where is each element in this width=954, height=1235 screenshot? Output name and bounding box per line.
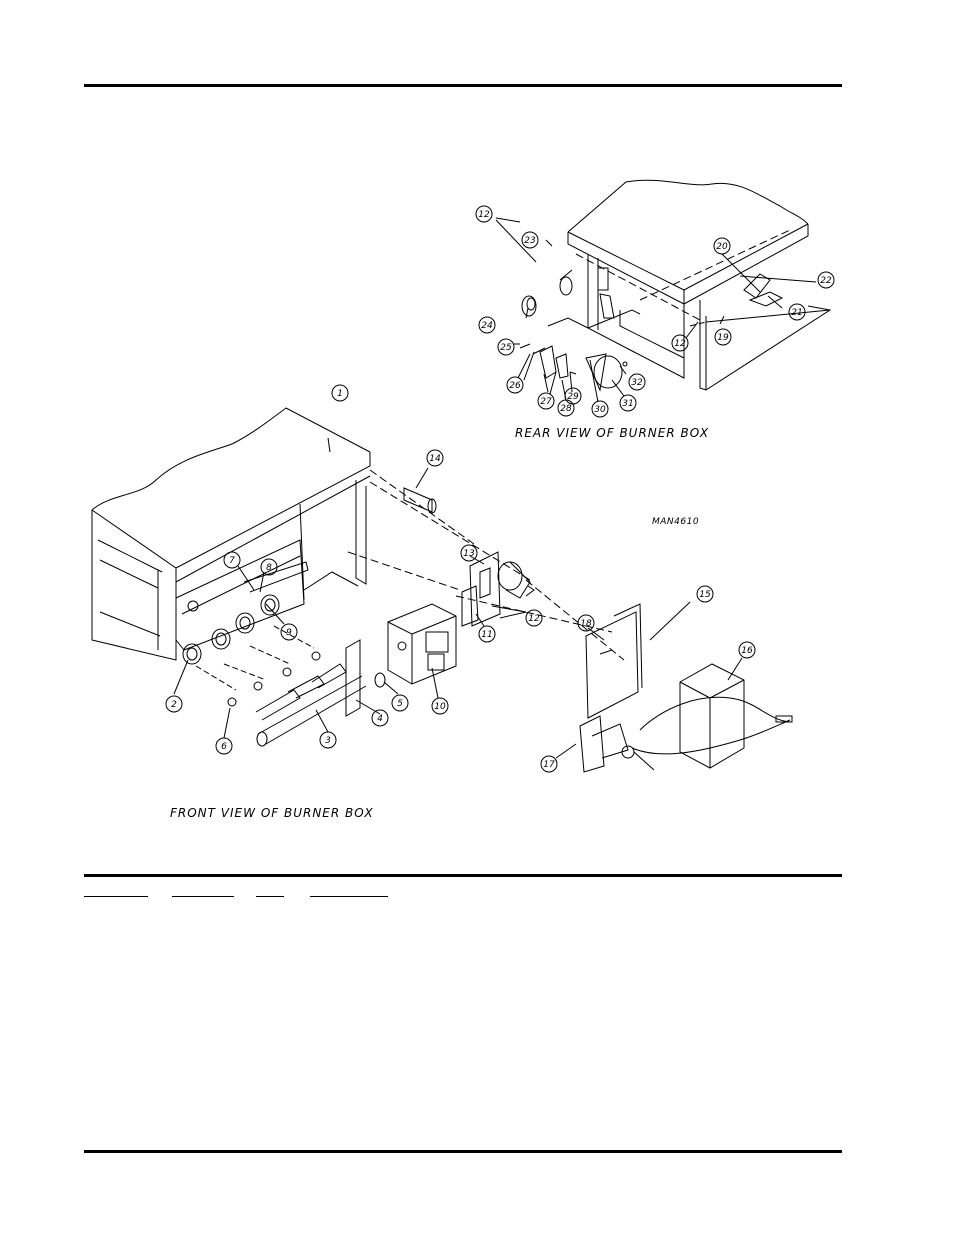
callout-label: 4 [377,714,383,724]
callout-label: 19 [717,333,729,343]
callout-label: 22 [820,276,832,286]
column-header-underline [256,896,284,897]
top-rule [84,84,842,87]
callout-label: 16 [741,646,753,656]
rear-view-drawing [495,179,832,403]
front-view-drawing [91,407,793,773]
column-header-underline [310,896,388,897]
rear-view-caption: REAR VIEW OF BURNER BOX [515,426,709,440]
callout-label: 21 [791,308,802,318]
callout-label: 25 [500,343,512,353]
callout-label: 10 [434,702,446,712]
bottom-rule [84,1150,842,1153]
front-view-caption: FRONT VIEW OF BURNER BOX [170,806,374,820]
callout-label: 8 [266,563,272,573]
callout-label: 6 [221,742,227,752]
callout-label: 14 [429,454,441,464]
callout-label: 15 [699,590,711,600]
callout-circles [165,205,835,773]
callout-label: 24 [481,321,493,331]
callout-label: 7 [229,556,235,566]
callout-label: 17 [543,760,555,770]
column-header-underline [84,896,148,897]
middle-rule [84,874,842,877]
callout-label: 20 [716,242,728,252]
callout-label: 31 [622,399,633,409]
callout-label: 11 [481,630,492,640]
callout-label: 30 [594,405,606,415]
drawing-code: MAN4610 [652,517,699,527]
callout-label: 12 [674,339,686,349]
callout-label: 27 [540,397,552,407]
callout-label: 29 [567,392,579,402]
callout-label: 13 [463,549,475,559]
callout-label: 1 [337,389,343,399]
callout-label: 18 [580,619,592,629]
callout-label: 28 [560,404,572,414]
callout-label: 12 [478,210,490,220]
column-header-underline [172,896,234,897]
callout-label: 26 [509,381,521,391]
callout-label: 32 [631,378,643,388]
callout-label: 23 [524,236,536,246]
callout-label: 9 [286,628,292,638]
callout-label: 12 [528,614,540,624]
callout-label: 3 [325,736,331,746]
callout-label: 2 [171,700,177,710]
callout-label: 5 [397,699,403,709]
